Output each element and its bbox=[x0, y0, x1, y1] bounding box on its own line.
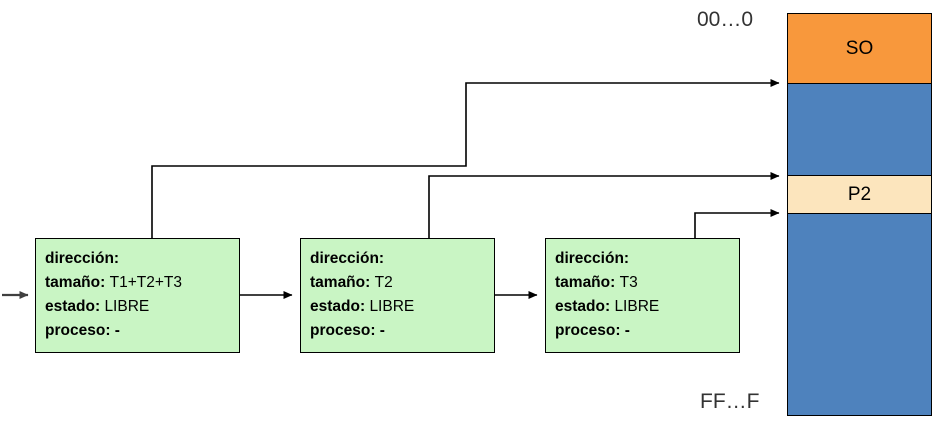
node-2-field-tamano-value: T2 bbox=[374, 274, 393, 291]
node-2-field-proceso-value: : - bbox=[370, 322, 385, 339]
node-1-field-tamano-key: tamaño: bbox=[45, 274, 106, 291]
node-2-field-direccion: dirección: bbox=[310, 247, 494, 271]
node-3-field-estado-value: LIBRE bbox=[614, 298, 660, 315]
node-2-field-proceso-key: proceso bbox=[310, 322, 371, 339]
node-2-field-estado-value: LIBRE bbox=[369, 298, 415, 315]
node-3-field-direccion-key: dirección: bbox=[555, 250, 630, 267]
node-2-field-proceso: proceso: - bbox=[310, 319, 494, 343]
node-1-field-estado-key: estado: bbox=[45, 298, 101, 315]
addr-pointer-1 bbox=[151, 79, 780, 239]
node-1-field-proceso-value: : - bbox=[105, 322, 120, 339]
node-3-field-tamano-value: T3 bbox=[619, 274, 638, 291]
node-3-field-estado: estado: LIBRE bbox=[555, 295, 739, 319]
node-2-field-tamano-key: tamaño: bbox=[310, 274, 371, 291]
node-1-field-tamano-value: T1+T2+T3 bbox=[109, 274, 182, 291]
node-1-field-proceso-key: proceso bbox=[45, 322, 106, 339]
node-2-field-estado-key: estado: bbox=[310, 298, 366, 315]
address-label-bottom: FF…F bbox=[700, 390, 760, 413]
memory-segment-p2: P2 bbox=[788, 176, 931, 214]
node-3-field-tamano: tamaño: T3 bbox=[555, 271, 739, 295]
free-block-node-1: dirección: tamaño: T1+T2+T3 estado: LIBR… bbox=[35, 238, 240, 353]
address-label-top: 00…0 bbox=[697, 8, 754, 31]
node-1-field-tamano: tamaño: T1+T2+T3 bbox=[45, 271, 239, 295]
node-3-field-proceso: proceso: - bbox=[555, 319, 739, 343]
memory-segment-so-label: SO bbox=[845, 37, 874, 59]
node-1-field-direccion-key: dirección: bbox=[45, 250, 120, 267]
addr-pointer-2 bbox=[428, 172, 780, 262]
memory-segment-free-lower bbox=[788, 214, 931, 415]
memory-segment-free-upper bbox=[788, 84, 931, 176]
memory-map: SO P2 bbox=[787, 13, 932, 416]
node-2-field-direccion-key: dirección: bbox=[310, 250, 385, 267]
node-2-field-tamano: tamaño: T2 bbox=[310, 271, 494, 295]
node-3-field-proceso-key: proceso bbox=[555, 322, 616, 339]
node-3-field-proceso-value: : - bbox=[615, 322, 630, 339]
node-2-field-estado: estado: LIBRE bbox=[310, 295, 494, 319]
node-1-field-proceso: proceso: - bbox=[45, 319, 239, 343]
node-1-field-estado: estado: LIBRE bbox=[45, 295, 239, 319]
node-3-field-estado-key: estado: bbox=[555, 298, 611, 315]
node-3-field-tamano-key: tamaño: bbox=[555, 274, 616, 291]
node-1-field-direccion: dirección: bbox=[45, 247, 239, 271]
free-block-node-2: dirección: tamaño: T2 estado: LIBRE proc… bbox=[300, 238, 495, 353]
memory-segment-p2-label: P2 bbox=[847, 183, 872, 205]
node-3-field-direccion: dirección: bbox=[555, 247, 739, 271]
memory-segment-so: SO bbox=[788, 14, 931, 84]
free-block-node-3: dirección: tamaño: T3 estado: LIBRE proc… bbox=[545, 238, 740, 353]
node-1-field-estado-value: LIBRE bbox=[104, 298, 150, 315]
